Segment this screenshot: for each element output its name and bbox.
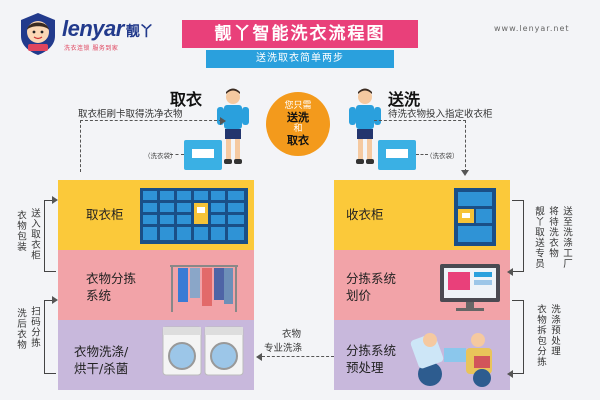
right-bracket-2 — [512, 300, 524, 374]
logo-badge-icon — [18, 12, 58, 56]
stage-washing-line1: 衣物洗涤/ — [74, 344, 129, 359]
send-title: 送洗 — [388, 90, 421, 109]
left-bracket-2 — [44, 300, 56, 374]
note-pending-clothes: 将待洗衣物 — [547, 206, 558, 259]
person-pickup-icon — [214, 88, 252, 172]
stage-pickup-locker: 取衣柜 — [86, 207, 124, 222]
middle-arrow-head-icon — [256, 353, 262, 361]
right-bracket-1-arrow-icon — [507, 268, 513, 276]
pretreat-workers-icon — [404, 326, 504, 390]
pickup-title: 取衣 — [170, 90, 203, 109]
stage-sorting-line1: 衣物分拣 — [86, 271, 137, 286]
middle-arrow-line — [262, 356, 334, 357]
website-url: www.lenyar.net — [494, 24, 570, 33]
stage-pretreat-line1: 分拣系统 — [346, 343, 397, 358]
laundry-bag-right-icon — [378, 140, 416, 170]
middle-note-line2: 专业洗涤 — [264, 343, 303, 354]
note-courier: 靓丫取送专员 — [533, 206, 544, 269]
note-to-factory: 送至洗涤工厂 — [561, 206, 572, 269]
note-washed-clothes: 洗后衣物 — [15, 308, 26, 350]
clothes-rack-icon — [166, 262, 242, 318]
send-arrow-line — [374, 120, 466, 121]
left-bracket-2-arrow-icon — [52, 296, 58, 304]
laundry-bag-left-icon — [184, 140, 222, 170]
middle-note-line1: 衣物 — [282, 329, 302, 340]
note-scan-sort: 扫码分拣 — [29, 306, 40, 348]
stage-pretreat-line2: 预处理 — [346, 360, 384, 375]
left-bracket-1-arrow-icon — [52, 196, 58, 204]
bag-connector-right — [416, 154, 428, 155]
note-unpack-sort: 衣物拆包分拣 — [535, 304, 546, 367]
bag-connector-left — [170, 154, 184, 155]
pickup-arrow-line — [80, 120, 222, 121]
note-package-clothes: 衣物包装 — [15, 210, 26, 252]
note-send-to-locker: 送入取衣柜 — [29, 208, 40, 261]
send-desc: 待洗衣物投入指定收衣柜 — [388, 109, 493, 120]
pricing-monitor-icon — [438, 262, 502, 316]
pickup-desc: 取衣柜刷卡取得洗净衣物 — [78, 109, 183, 120]
right-process-panel: 收衣柜 分拣系统 划价 分拣系统 预处理 — [334, 180, 510, 390]
pickup-arrow-head-icon — [220, 117, 226, 125]
right-bracket-2-arrow-icon — [507, 370, 513, 378]
brand-slogan: 洗衣连锁 服务到家 — [64, 45, 119, 52]
page-subtitle: 送洗取衣简单两步 — [206, 50, 394, 68]
bag-label-right: （洗衣袋） — [426, 152, 459, 160]
send-arrow-line-v — [465, 120, 466, 172]
washing-machines-icon — [162, 326, 244, 380]
stage-pricing-line2: 划价 — [346, 288, 372, 303]
collect-locker-icon — [454, 188, 496, 250]
pickup-locker-icon — [140, 188, 248, 248]
right-bracket-1 — [512, 200, 524, 272]
left-bracket-1 — [44, 200, 56, 272]
send-arrow-head-icon — [461, 170, 469, 176]
center-info-circle: 您只需 送洗 和 取衣 — [266, 92, 330, 156]
stage-pricing-line1: 分拣系统 — [346, 271, 397, 286]
pickup-arrow-line-v — [80, 120, 81, 172]
bag-label-left: （洗衣袋） — [144, 152, 177, 160]
note-wash-pretreat: 洗涤预处理 — [549, 304, 560, 357]
stage-washing-line2: 烘干/杀菌 — [74, 361, 129, 376]
stage-collect-locker: 收衣柜 — [346, 207, 384, 222]
stage-sorting-line2: 系统 — [86, 288, 112, 303]
page-title: 靓丫智能洗衣流程图 — [182, 20, 418, 48]
left-process-panel: 取衣柜 衣物分拣 系统 衣物洗涤/ 烘干/杀菌 — [58, 180, 254, 390]
